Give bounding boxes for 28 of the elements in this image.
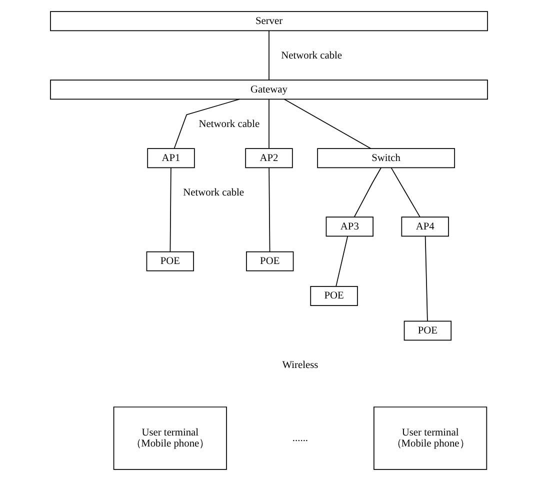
- connector: [173, 98, 240, 149]
- edge-label: Network cable: [182, 187, 244, 198]
- node-box: AP2: [244, 148, 292, 168]
- node-box: AP1: [146, 148, 194, 168]
- node-box: Switch: [316, 148, 455, 168]
- node-box: AP3: [325, 216, 373, 237]
- connector: [354, 167, 381, 218]
- connector: [268, 30, 269, 80]
- node-box: User terminal （Mobile phone）: [112, 406, 226, 470]
- connector: [424, 236, 428, 322]
- node-box: Server: [50, 11, 488, 32]
- connector: [390, 167, 420, 218]
- connector: [335, 236, 348, 286]
- connector: [169, 168, 171, 252]
- node-box: POE: [310, 286, 358, 306]
- node-box: POE: [403, 320, 452, 341]
- label: ......: [292, 432, 308, 444]
- edge-label: Network cable: [198, 118, 260, 130]
- connector: [283, 98, 371, 149]
- label: Wireless: [282, 360, 318, 372]
- connector: [268, 98, 269, 149]
- node-box: AP4: [400, 216, 448, 237]
- node-box: POE: [146, 251, 194, 272]
- edge-label: Network cable: [280, 50, 342, 62]
- node-box: POE: [246, 251, 294, 272]
- connector: [268, 168, 270, 252]
- node-box: Gateway: [50, 80, 488, 100]
- node-box: User terminal （Mobile phone）: [373, 406, 487, 470]
